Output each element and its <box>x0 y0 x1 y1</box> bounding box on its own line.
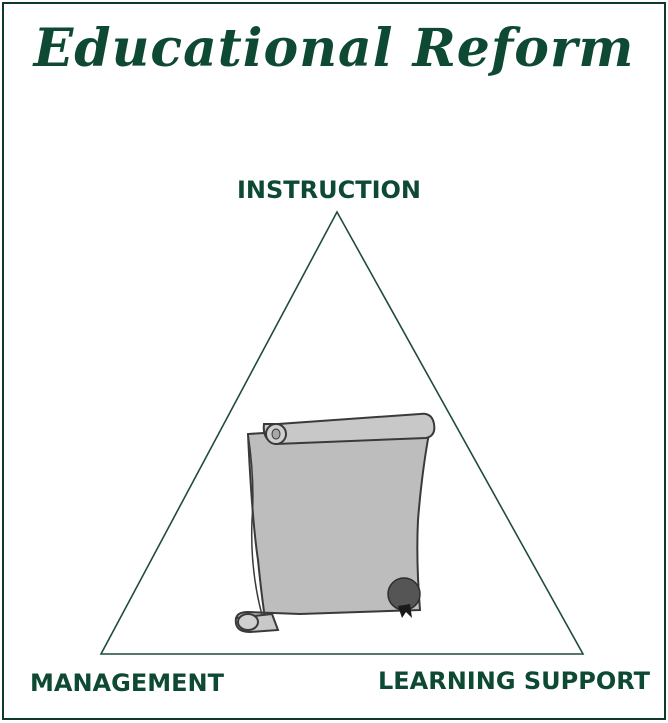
seal-icon <box>387 577 421 618</box>
vertex-label-learning-support: LEARNING SUPPORT <box>377 667 650 695</box>
vertex-label-instruction: INSTRUCTION <box>236 176 422 204</box>
triangle-outline <box>99 210 585 655</box>
scroll-icon <box>234 412 436 634</box>
diagram-title: Educational Reform <box>33 18 635 79</box>
vertex-label-management: MANAGEMENT <box>30 669 224 697</box>
